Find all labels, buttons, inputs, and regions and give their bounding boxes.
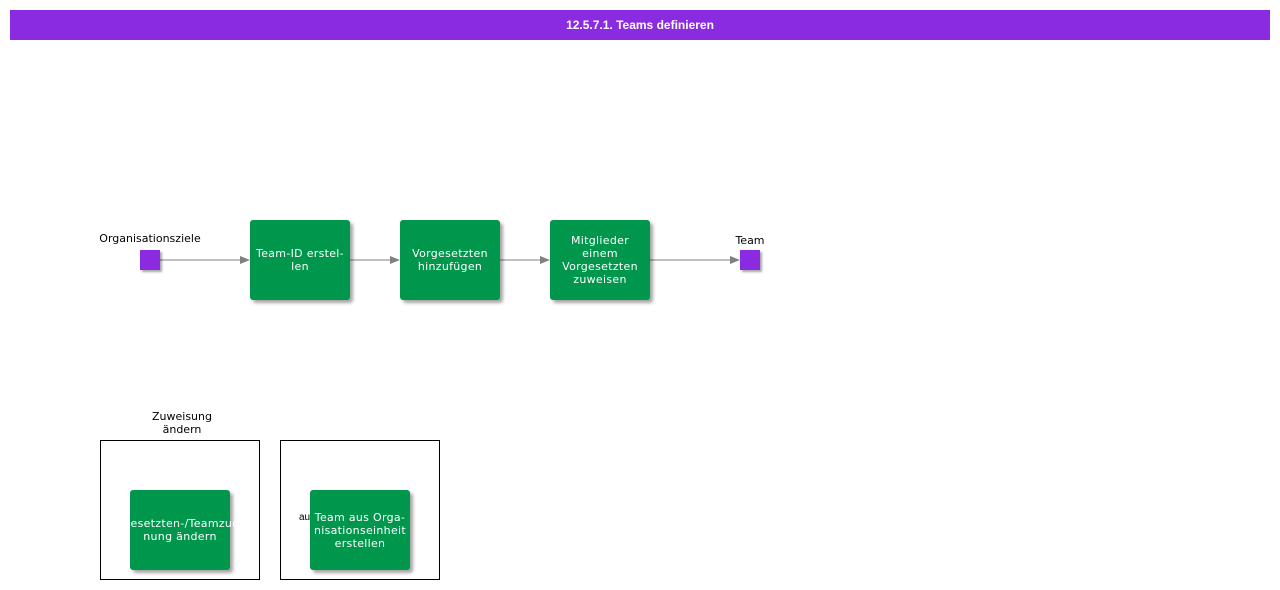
task-vorgesetzten-hinzufuegen[interactable]: Vorgesetzten hinzufügen [400,220,500,300]
group-zuweisung-aendern-label: Zuweisung ändern [152,410,212,436]
diagram-title: 12.5.7.1. Teams definieren [10,10,1270,40]
task-team-aus-organisationseinheit[interactable]: Team aus Orga-nisationseinheit erstellen [310,490,410,570]
group-organisationseinheit-frame [280,440,440,580]
start-event-label: Organisationsziele [99,232,201,245]
end-event-label: Team [735,234,765,247]
task-teamzuordnung-aendern[interactable]: Vorgesetzten-/Teamzuord-nung ändern [105,490,255,570]
start-event[interactable] [140,250,160,270]
task-mitglieder-zuweisen[interactable]: Mitglieder einem Vorgesetzten zuweisen [550,220,650,300]
group-zuweisung-aendern-frame [100,440,260,580]
task-team-id-erstellen[interactable]: Team-ID erstel-len [250,220,350,300]
end-event[interactable] [740,250,760,270]
